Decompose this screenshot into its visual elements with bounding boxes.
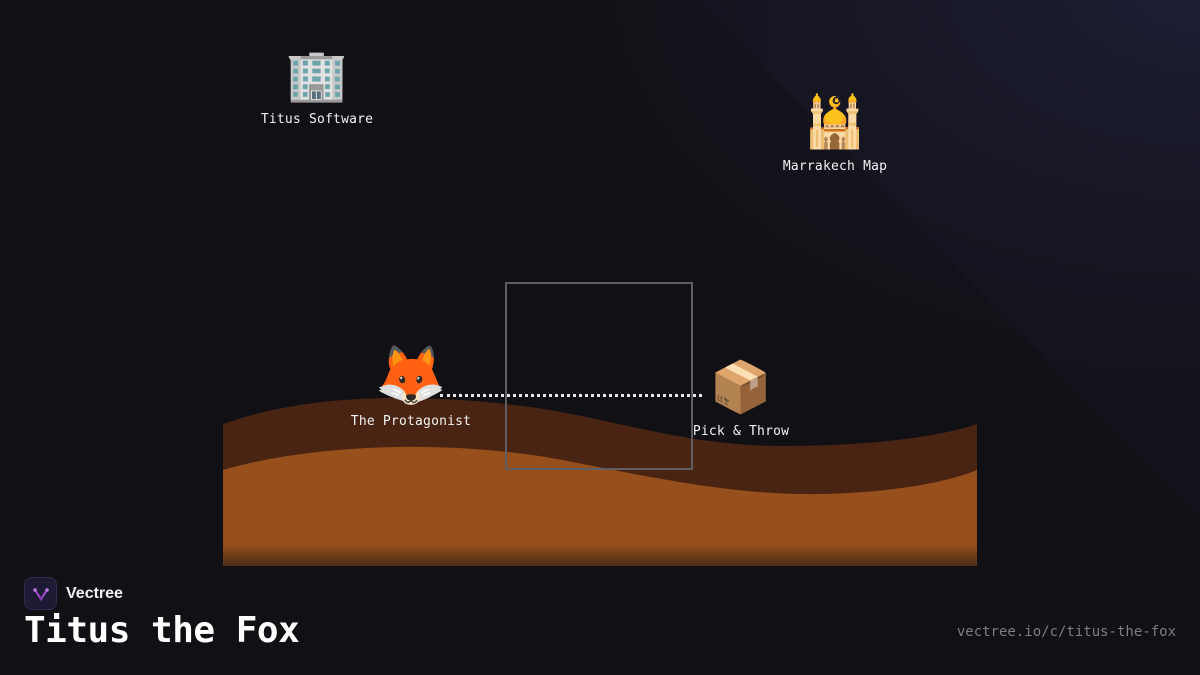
- throw-trajectory-line: [440, 394, 702, 397]
- node-label: Pick & Throw: [692, 424, 790, 439]
- node-marrakech-map: 🕌 Marrakech Map: [783, 97, 887, 174]
- office-building-icon: 🏢: [285, 46, 349, 104]
- selection-frame: [505, 282, 693, 470]
- page-title: Titus the Fox: [24, 610, 300, 651]
- node-pick-and-throw: 📦 Pick & Throw: [693, 362, 789, 439]
- node-label: Titus Software: [260, 112, 374, 127]
- fox-icon: 🦊: [374, 341, 448, 409]
- node-label: The Protagonist: [350, 414, 472, 429]
- node-the-protagonist: 🦊 The Protagonist: [351, 346, 471, 429]
- node-label: Marrakech Map: [782, 159, 888, 174]
- page-url[interactable]: vectree.io/c/titus-the-fox: [956, 624, 1176, 640]
- package-box-icon: 📦: [709, 358, 773, 416]
- brand-name: Vectree: [66, 584, 123, 602]
- node-titus-software: 🏢 Titus Software: [261, 50, 373, 127]
- mosque-icon: 🕌: [803, 93, 867, 151]
- desert-dunes: [223, 380, 977, 566]
- vectree-logo-icon: [24, 577, 57, 610]
- brand[interactable]: Vectree: [24, 577, 123, 610]
